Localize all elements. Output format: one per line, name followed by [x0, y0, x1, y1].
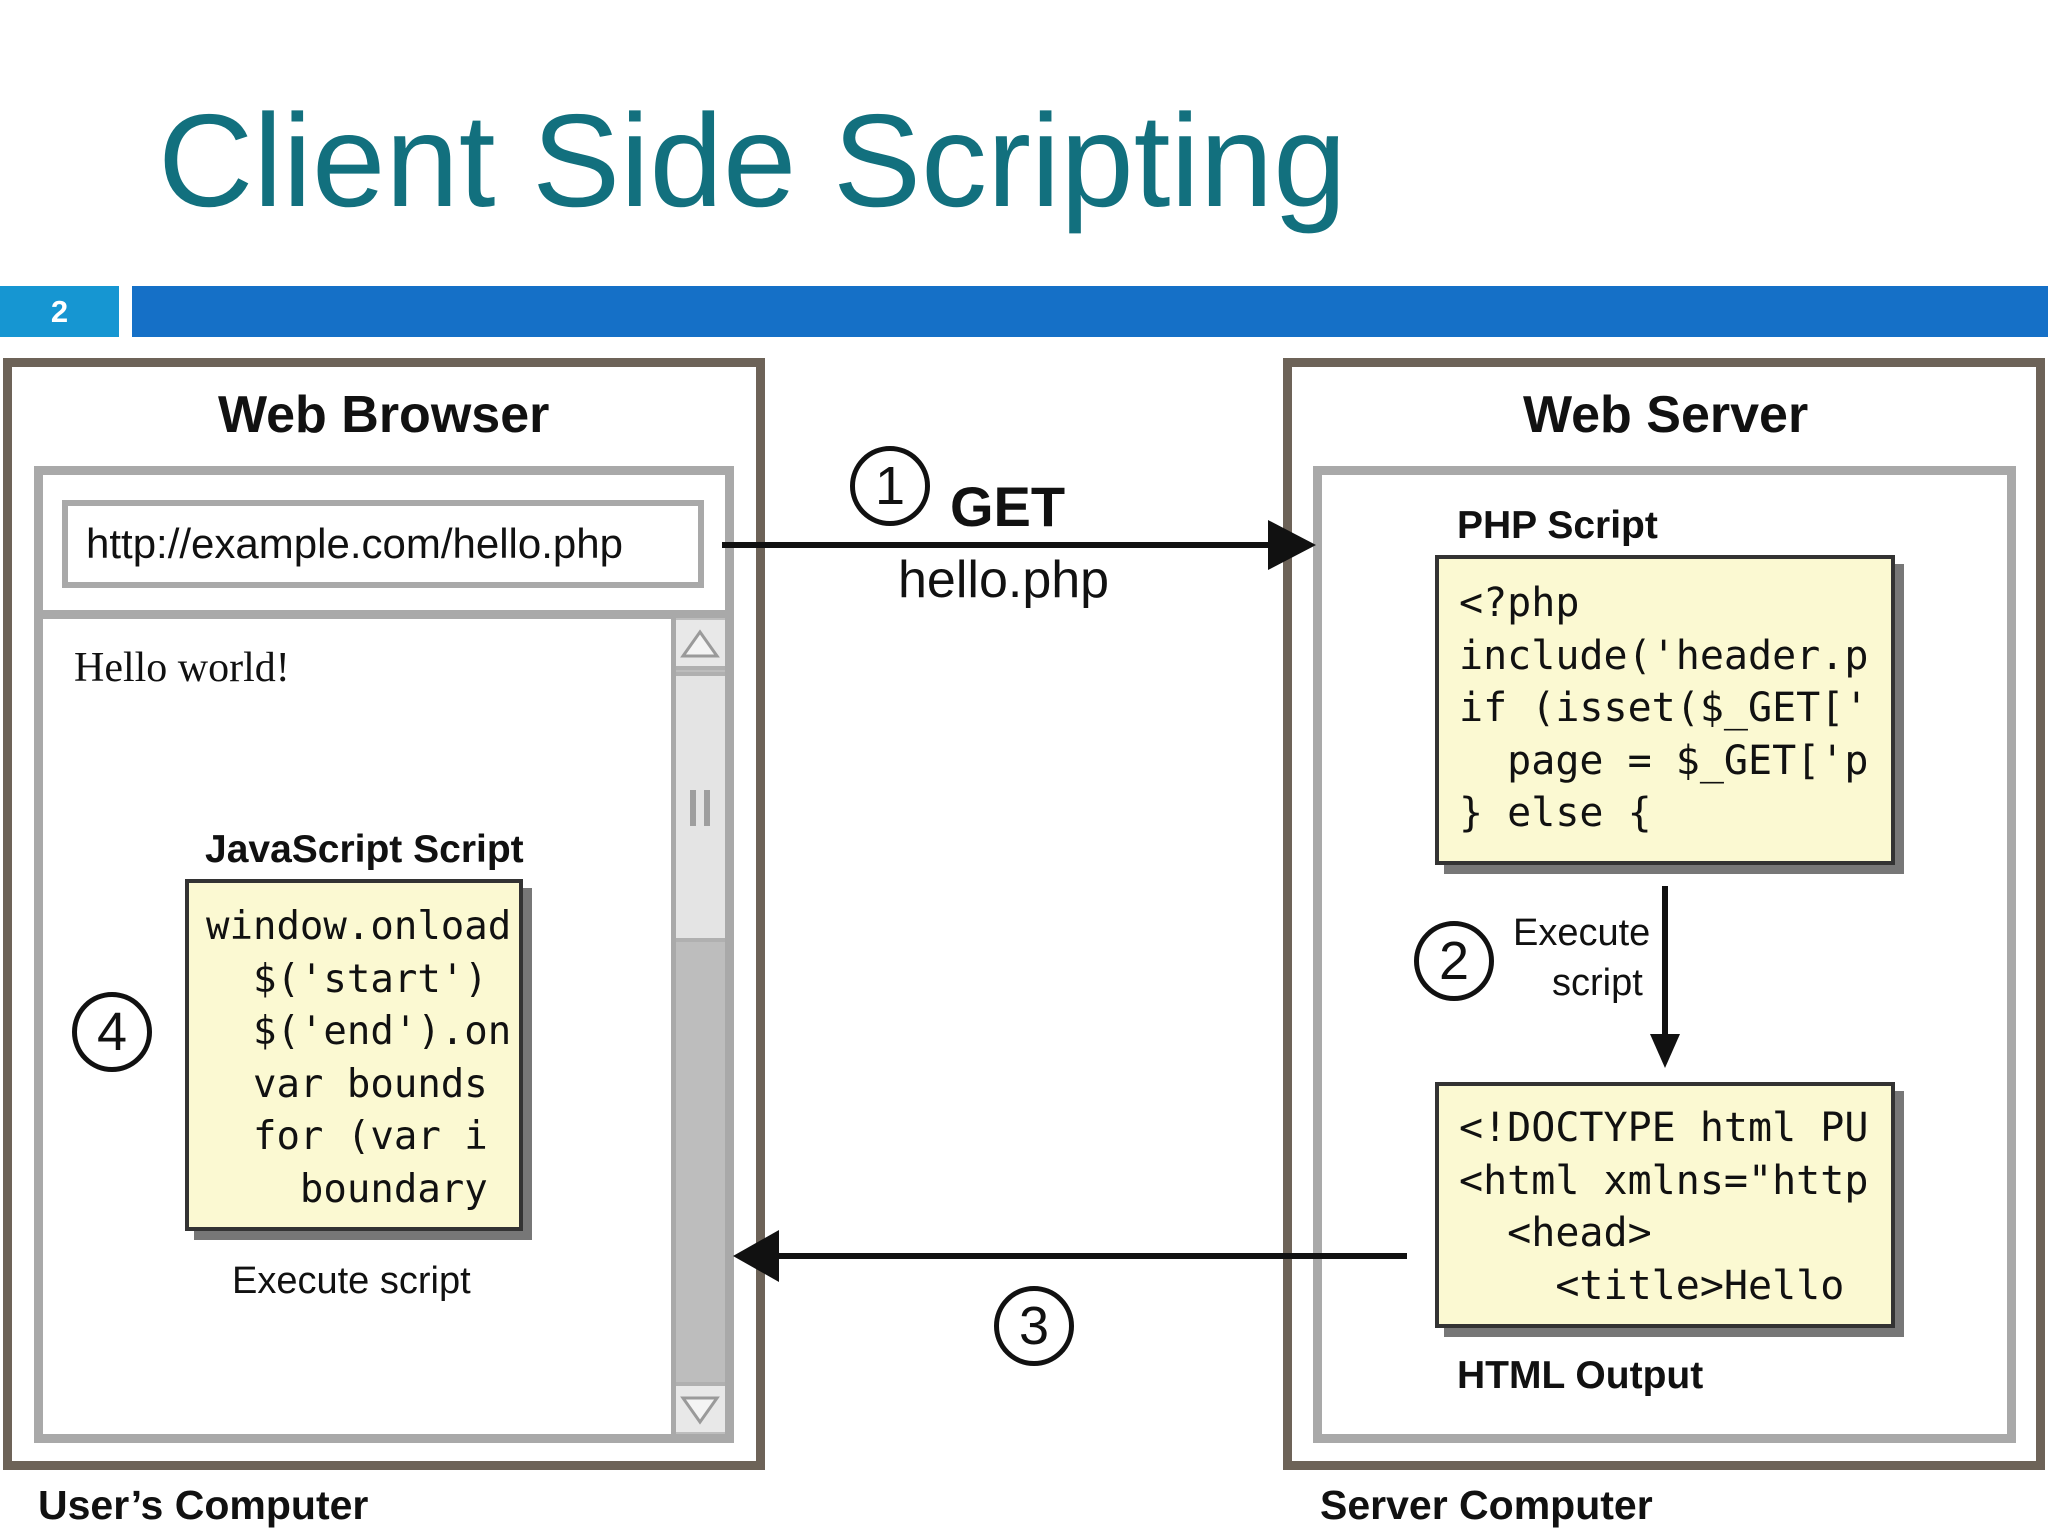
triangle-up-icon — [680, 629, 720, 658]
code-line: <?php — [1459, 580, 1580, 626]
scrollbar-thumb — [676, 672, 725, 942]
grip-icon — [690, 790, 710, 826]
browser-divider — [43, 610, 725, 619]
code-line: $('end').on — [206, 1009, 512, 1054]
code-line: <!DOCTYPE html PU — [1459, 1105, 1869, 1151]
web-browser-title: Web Browser — [218, 386, 550, 444]
html-code-box: <!DOCTYPE html PU <html xmlns="http <hea… — [1435, 1082, 1895, 1328]
response-arrow — [733, 1230, 1407, 1282]
header-bar — [132, 286, 2048, 337]
code-line: window.onload — [206, 904, 512, 949]
code-line: if (isset($_GET[' — [1459, 685, 1869, 731]
scroll-up-button — [676, 620, 725, 670]
code-line: page = $_GET['p — [1459, 737, 1869, 784]
code-line: <head> — [1459, 1210, 1652, 1256]
execute-arrow — [1650, 886, 1680, 1068]
slide-title: Client Side Scripting — [158, 87, 1347, 234]
code-line: $('start') — [206, 956, 488, 1002]
user-computer-caption: User’s Computer — [38, 1482, 369, 1528]
server-execute-label-line1: Execute — [1513, 912, 1651, 954]
code-line: include('header.p — [1459, 632, 1869, 679]
get-method-label: GET — [950, 475, 1066, 538]
scroll-down-button — [676, 1382, 725, 1432]
code-line: var bounds — [206, 1061, 488, 1107]
requested-file-label: hello.php — [898, 551, 1110, 609]
triangle-down-icon — [680, 1396, 720, 1425]
code-line: <title>Hello — [1459, 1262, 1845, 1309]
code-line: } else { — [1459, 790, 1652, 836]
web-server-title: Web Server — [1523, 386, 1809, 444]
js-code-box: window.onload $('start') $('end').on var… — [185, 879, 523, 1231]
request-arrow — [722, 520, 1316, 570]
step-2-circle: 2 — [1414, 921, 1494, 1001]
php-code-box: <?php include('header.p if (isset($_GET[… — [1435, 555, 1895, 865]
code-line: for (var i — [206, 1114, 488, 1159]
step-1-circle: 1 — [850, 446, 930, 526]
slide-number: 2 — [50, 294, 69, 329]
server-computer-caption: Server Computer — [1320, 1482, 1653, 1528]
html-output-label: HTML Output — [1457, 1354, 1704, 1397]
php-script-label: PHP Script — [1457, 504, 1658, 547]
step-4-circle: 4 — [72, 992, 152, 1072]
code-line: <html xmlns="http — [1459, 1157, 1869, 1204]
step-3-circle: 3 — [994, 1286, 1074, 1366]
page-content-text: Hello world! — [74, 645, 290, 691]
slide-number-badge: 2 — [0, 286, 119, 337]
client-execute-label: Execute script — [232, 1260, 471, 1302]
js-script-label: JavaScript Script — [205, 828, 524, 871]
code-line: boundary — [206, 1166, 488, 1212]
address-bar: http://example.com/hello.php — [62, 500, 704, 588]
server-execute-label-line2: script — [1552, 962, 1643, 1004]
